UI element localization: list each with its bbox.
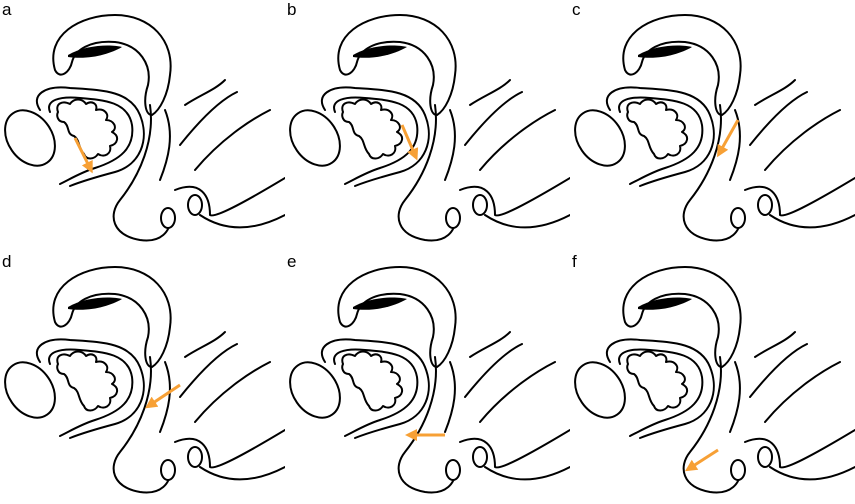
panel-f: f [570,252,855,504]
anatomy-diagram [285,14,570,242]
arrow-icon [684,448,719,472]
anatomy-diagram [570,14,855,242]
panel-e: e [285,252,570,504]
panel-label: e [287,252,297,271]
panel-a: a [0,0,285,252]
arrow-icon [145,383,181,409]
panel-label: a [2,0,12,19]
arrow-icon [73,137,93,174]
panel-c: c [570,0,855,252]
anatomy-diagram [0,14,285,242]
panel-label: f [572,252,577,271]
anatomy-diagram [285,266,570,494]
panel-label: c [572,0,581,19]
panel-b: b [285,0,570,252]
panel-label: b [287,0,297,19]
panel-label: d [2,252,12,271]
anatomy-diagram [0,266,285,494]
panel-d: d [0,252,285,504]
anatomy-diagram [570,266,855,494]
arrow-icon [717,119,740,158]
arrow-icon [400,124,419,161]
